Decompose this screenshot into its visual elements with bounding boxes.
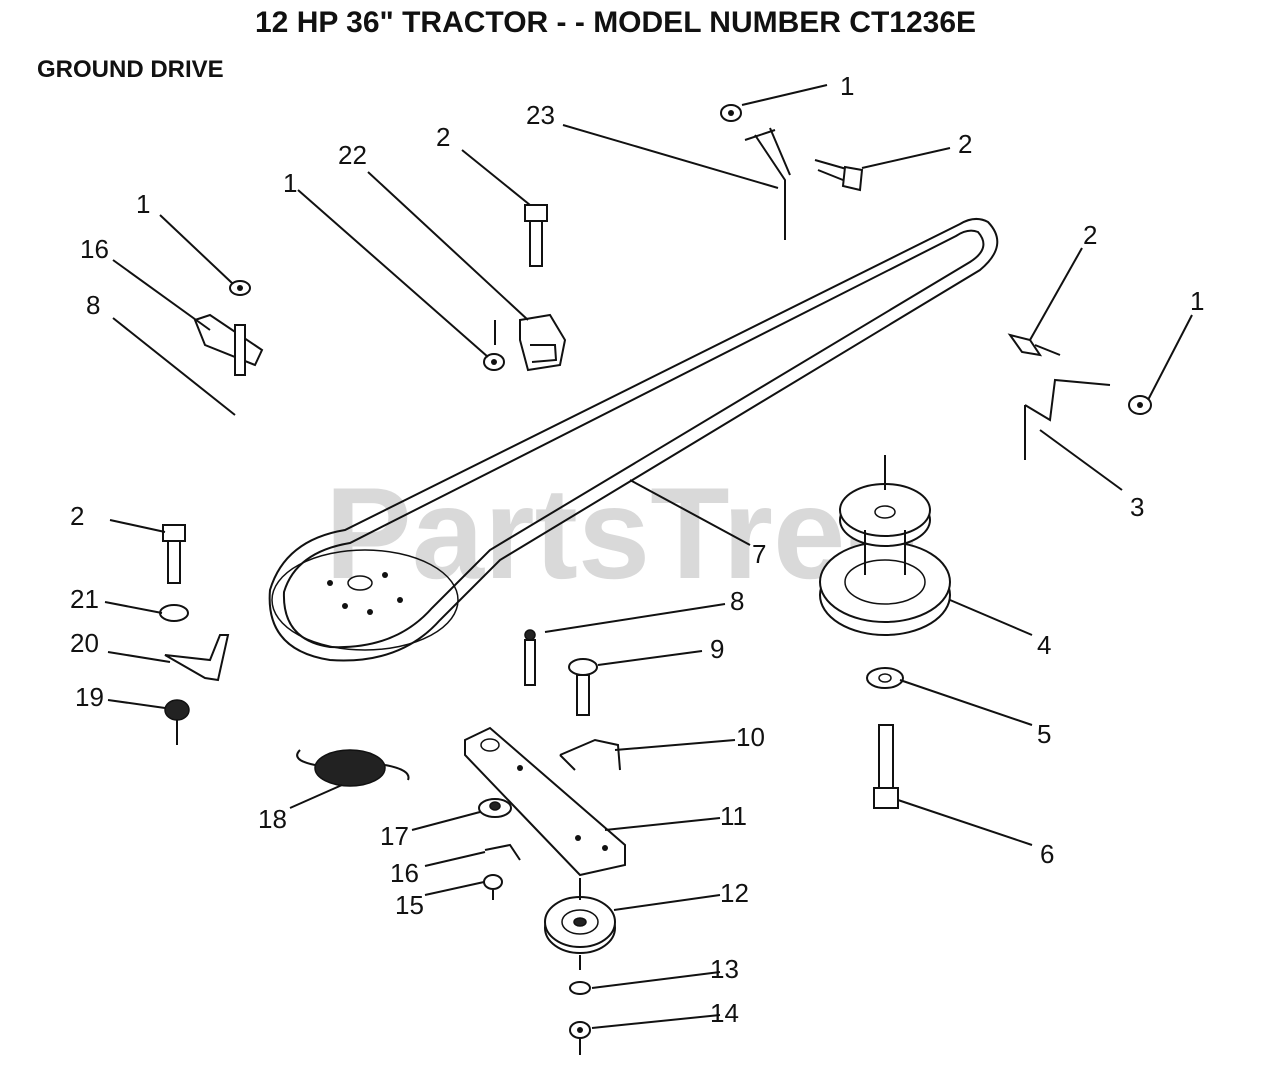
- callout-label: 1: [283, 168, 297, 198]
- idler-arm: [464, 726, 626, 877]
- callout-label: 2: [1083, 220, 1097, 250]
- idler-pulley: [544, 878, 616, 970]
- washer-5: [866, 667, 904, 689]
- callout-label: 5: [1037, 719, 1051, 749]
- callout-label: 14: [710, 998, 739, 1028]
- idler-spring: [296, 749, 410, 787]
- callout-label: 9: [710, 634, 724, 664]
- callout-label: 12: [720, 878, 749, 908]
- bolt-6: [873, 724, 899, 809]
- callout-label: 2: [958, 129, 972, 159]
- bracket-10: [559, 738, 621, 771]
- callout-label: 3: [1130, 492, 1144, 522]
- callout-label: 10: [736, 722, 765, 752]
- callout-label: 4: [1037, 630, 1051, 660]
- leader-lines: [104, 84, 1193, 1029]
- diagram-title: 12 HP 36" TRACTOR - - MODEL NUMBER CT123…: [255, 6, 976, 39]
- callout-label: 16: [390, 858, 419, 888]
- callout-label: 18: [258, 804, 287, 834]
- callout-label: 2: [70, 501, 84, 531]
- left-hardware: [159, 524, 230, 745]
- engine-pulley: [819, 455, 951, 636]
- callout-label: 22: [338, 140, 367, 170]
- callout-label: 8: [730, 586, 744, 616]
- callout-label: 1: [1190, 286, 1204, 316]
- callout-label: 1: [136, 189, 150, 219]
- callout-label: 23: [526, 100, 555, 130]
- belt-guide-rod: [744, 127, 791, 240]
- nut-22: [483, 353, 505, 371]
- watermark: PartsTree: [325, 460, 918, 606]
- bolt-22: [524, 204, 548, 267]
- belt-keeper-bracket: [494, 313, 567, 372]
- callout-label: 13: [710, 954, 739, 984]
- belt-guide-left: [193, 280, 264, 376]
- nut-top: [720, 104, 742, 122]
- pulley-hardware: [569, 981, 591, 1055]
- bolt-top-right: [814, 159, 864, 192]
- arm-hardware: [478, 798, 521, 900]
- callout-label: 2: [436, 122, 450, 152]
- drive-belt: [268, 218, 999, 662]
- callout-label: 16: [80, 234, 109, 264]
- callout-label: 15: [395, 890, 424, 920]
- callout-label: 19: [75, 682, 104, 712]
- callout-label: 6: [1040, 839, 1054, 869]
- callout-label: 17: [380, 821, 409, 851]
- callout-labels: 1 2 23 1 2 22 2 1 2 1 16 8 3 7 2 4 8 21 …: [70, 71, 1204, 1028]
- callout-label: 20: [70, 628, 99, 658]
- callout-label: 1: [840, 71, 854, 101]
- callout-label: 7: [752, 539, 766, 569]
- callout-label: 21: [70, 584, 99, 614]
- idler-bracket-right: [1007, 333, 1152, 460]
- pin-8: [524, 629, 536, 686]
- section-title: GROUND DRIVE: [37, 56, 224, 83]
- callout-label: 8: [86, 290, 100, 320]
- carriage-bolt: [568, 658, 598, 716]
- callout-label: 11: [720, 801, 747, 831]
